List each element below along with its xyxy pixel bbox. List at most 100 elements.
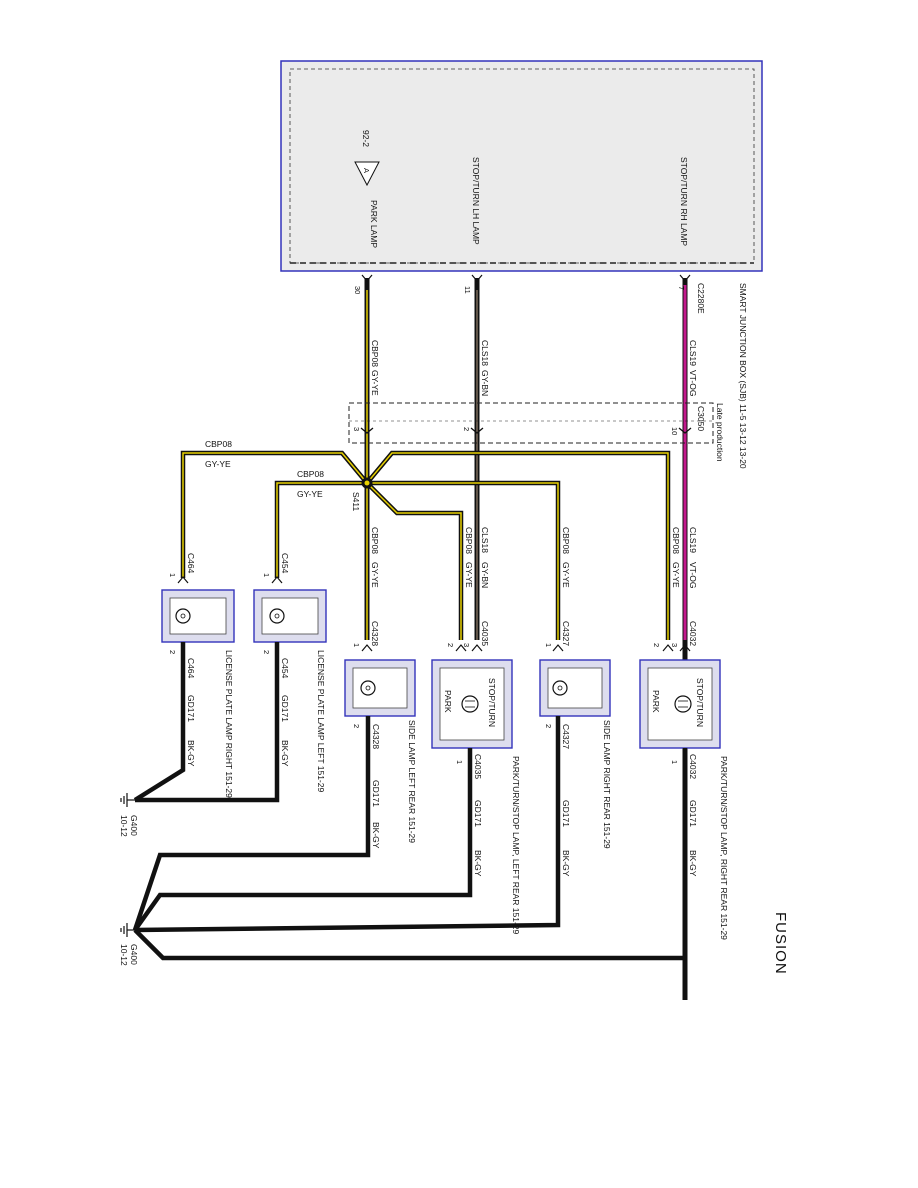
wire-circuit-lower-5: CBP08 <box>464 527 474 554</box>
lamp-label-lic-right: LICENSE PLATE LAMP RIGHT 151-29 <box>224 650 234 798</box>
splice-branches <box>180 450 671 640</box>
branch-circuit-1: CBP08 <box>205 439 232 449</box>
gnd-color-lh: BK-GY <box>473 850 483 877</box>
lamp-outpin-lh: 1 <box>455 760 464 764</box>
lamp-connector-arrows <box>177 576 691 652</box>
lamp-park-turn-stop-right-rear <box>639 659 721 749</box>
sjb-connector-label: C2280E <box>696 283 706 314</box>
gnd-circuit-lic-left: GD171 <box>280 695 290 722</box>
ground-symbol-icon <box>120 793 135 807</box>
wire-circuit-lower-3: CBP08 <box>561 527 571 554</box>
c3050-pin-park: 3 <box>352 427 361 431</box>
lamp-connector-lic-left-2: C454 <box>280 658 290 679</box>
lamp-side-right-rear <box>539 659 611 717</box>
lamp-connector-side-lh-2: C4328 <box>371 724 381 749</box>
lamp-text-rh-upper: STOP/TURN <box>695 678 705 727</box>
wire-circuit-lh-upper: CLS18 <box>480 340 490 366</box>
lamp-license-plate-right <box>161 589 235 643</box>
bulb-icon <box>360 680 376 696</box>
lamp-label-lic-left: LICENSE PLATE LAMP LEFT 151-29 <box>316 650 326 792</box>
lamp-side-left-rear <box>344 659 416 717</box>
gnd-circuit-lic-right: GD171 <box>186 695 196 722</box>
lamp-label-lh: PARK/TURN/STOP LAMP, LEFT REAR 151-29 <box>511 756 521 935</box>
wire-circuit-lower-6: CBP08 <box>370 527 380 554</box>
lamp-outpin-side-lh: 2 <box>352 724 361 728</box>
gnd-color-side-lh: BK-GY <box>371 822 381 849</box>
branch-circuit-2: CBP08 <box>297 469 324 479</box>
wire-circuit-rh-upper: CLS19 <box>688 340 698 366</box>
lamp-text-lh-upper: STOP/TURN <box>487 678 497 727</box>
ground-ref-1: 10-12 <box>119 815 129 837</box>
circuit-label-park: PARK LAMP <box>369 200 379 248</box>
c3050-note: Late production <box>715 403 725 462</box>
lamp-outpin-lic-left: 2 <box>262 650 271 654</box>
lamp-text-lh-lower: PARK <box>443 690 453 713</box>
lamp-pin-side-lh: 1 <box>352 643 361 647</box>
ref-page: 92-2 <box>361 130 371 147</box>
lamp-label-side-rh: SIDE LAMP RIGHT REAR 151-29 <box>602 720 612 849</box>
lamp-connector-lic-left: C454 <box>280 553 290 574</box>
sjb-label: SMART JUNCTION BOX (SJB) 11-5 13-12 13-2… <box>738 283 748 469</box>
splice-label: S411 <box>351 492 361 511</box>
wire-circuit-lower-2: CBP08 <box>671 527 681 554</box>
lamp-outpin-lic-right: 2 <box>168 650 177 654</box>
wire-color-lower-1: VT-OG <box>688 562 698 588</box>
gnd-circuit-rh: GD171 <box>688 800 698 827</box>
wire-color-park-upper: GY-YE <box>370 370 380 396</box>
wire-circuit-park-upper: CBP08 <box>370 340 380 367</box>
circuit-label-lh: STOP/TURN LH LAMP <box>471 157 481 245</box>
wire-circuit-lower-4: CLS18 <box>480 527 490 553</box>
wire-color-lower-2: GY-YE <box>671 562 681 588</box>
bulb-icon <box>461 695 479 713</box>
bulb-icon <box>269 608 285 624</box>
lamp-connector-rh: C4032 <box>688 621 698 646</box>
lamp-pin-side-rh: 1 <box>544 643 553 647</box>
gnd-color-rh: BK-GY <box>688 850 698 877</box>
ground-wires <box>132 642 688 961</box>
sjb-pin-lh: 11 <box>463 286 472 294</box>
wire-color-lower-3: GY-YE <box>561 562 571 588</box>
bulb-icon <box>674 695 692 713</box>
wire-color-rh-upper: VT-OG <box>688 370 698 396</box>
page-ref-triangle-icon <box>354 161 380 187</box>
gnd-color-lic-left: BK-GY <box>280 740 290 767</box>
gnd-color-lic-right: BK-GY <box>186 740 196 767</box>
ground-label-2: G400 <box>129 944 139 965</box>
lamp-connector-side-rh-2: C4327 <box>561 724 571 749</box>
gnd-circuit-lh: GD171 <box>473 800 483 827</box>
bulb-icon <box>552 680 568 696</box>
circuit-label-rh: STOP/TURN RH LAMP <box>679 157 689 246</box>
wire-color-lower-4: GY-BN <box>480 562 490 588</box>
lamp-pin-lic-right: 1 <box>168 573 177 577</box>
sjb-pin-rh: 7 <box>677 286 686 290</box>
gnd-color-side-rh: BK-GY <box>561 850 571 877</box>
wire-color-lower-5: GY-YE <box>464 562 474 588</box>
lamp-pin-lh-a: 2 <box>446 643 455 647</box>
sjb-outlet-arrows <box>361 274 691 282</box>
lamp-pin-rh-a: 2 <box>652 643 661 647</box>
c3050-chevrons <box>360 427 692 434</box>
ground-label-1: G400 <box>129 815 139 836</box>
lamp-outpin-side-rh: 2 <box>544 724 553 728</box>
lamp-license-plate-left <box>253 589 327 643</box>
lamp-connector-lic-right: C464 <box>186 553 196 574</box>
wire-color-lower-6: GY-YE <box>370 562 380 588</box>
c3050-label: C3050 <box>696 406 706 431</box>
ground-ref-2: 10-12 <box>119 944 129 966</box>
lamp-connector-lic-right-2: C464 <box>186 658 196 679</box>
lamp-connector-side-lh: C4328 <box>370 621 380 646</box>
ground-symbol-icon <box>120 923 135 937</box>
gnd-circuit-side-rh: GD171 <box>561 800 571 827</box>
wire-circuit-lower-1: CLS19 <box>688 527 698 553</box>
c3050-pin-lh: 2 <box>462 427 471 431</box>
lamp-connector-lh-2: C4035 <box>473 754 483 779</box>
lamp-outpin-rh: 1 <box>670 760 679 764</box>
splice-s411-center <box>364 480 370 486</box>
lamp-text-rh-lower: PARK <box>651 690 661 713</box>
lamp-label-rh: PARK/TURN/STOP LAMP, RIGHT REAR 151-29 <box>719 756 729 940</box>
c3050-box <box>348 402 714 444</box>
lamp-pin-rh-b: 3 <box>670 643 679 647</box>
branch-color-1: GY-YE <box>205 459 231 469</box>
gnd-circuit-side-lh: GD171 <box>371 780 381 807</box>
